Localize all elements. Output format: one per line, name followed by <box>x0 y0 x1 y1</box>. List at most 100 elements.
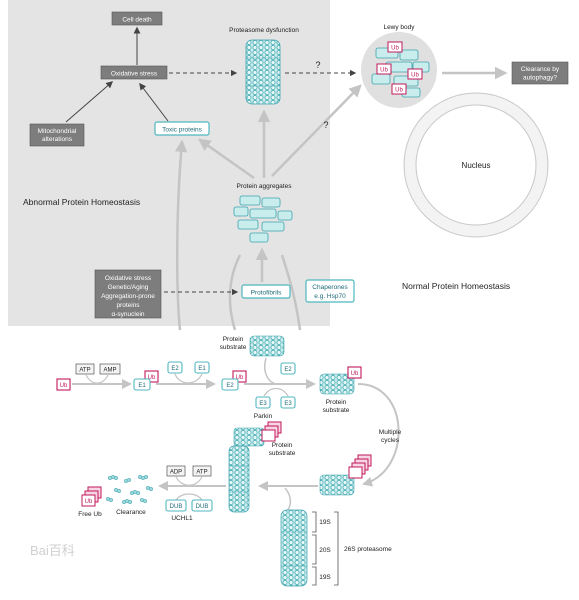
e3-box-1: E3 <box>255 396 271 409</box>
clearance-peptides <box>105 474 154 505</box>
parkin-label: Parkin <box>254 413 273 420</box>
dub-box-1: DUB <box>165 499 187 512</box>
atp-amp-curve <box>85 374 109 384</box>
substrate-join-curve <box>264 357 277 385</box>
mitochondrial-box: Mitochondrial alterations <box>29 123 85 147</box>
lewy-ub-tag-4-label: Ub <box>395 88 403 94</box>
cause-line-5: α-synuclein <box>111 311 144 318</box>
label-19s-top: 19S <box>319 519 331 526</box>
normal-homeostasis-title: Normal Protein Homeostasis <box>402 281 510 291</box>
protein-substrate-top-label-1: Protein <box>223 336 244 343</box>
abnormal-homeostasis-title: Abnormal Protein Homeostasis <box>23 197 140 207</box>
e2-label-1: E2 <box>171 366 179 372</box>
atp-box-1: ATP <box>75 363 95 375</box>
cause-line-3: Aggregation-prone <box>101 293 155 300</box>
e2-box-1: E2 <box>167 361 183 374</box>
toxic-proteins-label: Toxic proteins <box>162 127 202 134</box>
question-mark-2: ? <box>323 120 328 130</box>
protein-aggregates-label: Protein aggregates <box>237 183 293 190</box>
free-ub: Ub <box>81 486 102 507</box>
chaperones-box: Chaperones e.g. Hsp70 <box>305 279 355 303</box>
label-26s-proteasome: 26S proteasome <box>344 546 392 553</box>
lewy-ub-tag-2: Ub <box>376 63 392 75</box>
e1-label-1: E1 <box>138 383 146 389</box>
label-20s: 20S <box>319 547 331 554</box>
atp-label-2: ATP <box>196 470 207 476</box>
protein-substrate-bottom-label-1: Protein <box>272 442 293 449</box>
e1-ub-label: Ub <box>148 375 156 381</box>
e3-label-2: E3 <box>284 401 292 407</box>
e1-ub-complex: Ub E1 <box>133 370 159 391</box>
e2-label-2: E2 <box>226 383 234 389</box>
e2-label-3: E2 <box>284 367 292 373</box>
lewy-ub-tag-1-label: Ub <box>391 46 399 52</box>
e1-e2-curve <box>174 373 203 384</box>
ub-start: Ub <box>56 378 71 391</box>
e2-box-3: E2 <box>280 362 296 375</box>
mitochondrial-label-2: alterations <box>42 136 73 143</box>
free-ub-label: Free Ub <box>78 511 102 518</box>
protein-aggregates <box>233 195 293 243</box>
e1-label-2: E1 <box>198 366 206 372</box>
lewy-body-label: Lewy body <box>383 24 415 31</box>
toxic-proteins-box: Toxic proteins <box>154 121 210 136</box>
clearance-autophagy-box: Clearance by autophagy? <box>511 61 569 85</box>
abnormal-homeostasis-panel <box>8 0 330 326</box>
amp-box: AMP <box>99 363 121 375</box>
dub-curve <box>175 493 203 501</box>
protein-substrate-top <box>249 335 285 357</box>
adp-box: ADP <box>166 465 186 477</box>
substrate-with-ub: Ub <box>319 366 362 395</box>
multiple-cycles-label-2: cycles <box>381 437 400 444</box>
e2-ub-label: Ub <box>236 375 244 381</box>
arrow-mito-to-oxidative <box>65 81 114 123</box>
uchl1-label: UCHL1 <box>171 515 193 522</box>
label-19s-bottom: 19S <box>319 574 331 581</box>
proteasome-dysfunction-label: Proteasome dysfunction <box>229 27 299 34</box>
e3-box-2: E3 <box>280 396 296 409</box>
e3-curve <box>263 387 289 397</box>
mitochondrial-label-1: Mitochondrial <box>38 128 77 135</box>
cell-death-box: Cell death <box>111 11 163 26</box>
curve-to-toxic-proteins <box>174 139 188 331</box>
ub-start-label: Ub <box>60 383 68 389</box>
e3-label-1: E3 <box>259 401 267 407</box>
lewy-ub-tag-1: Ub <box>387 41 403 53</box>
arrow-aggregates-to-toxic <box>197 138 255 180</box>
proteasome-26s <box>280 509 308 587</box>
lewy-ub-tag-2-label: Ub <box>380 68 388 74</box>
e1-box-2: E1 <box>194 361 210 374</box>
oxidative-stress-box: Oxidative stress <box>100 65 168 80</box>
free-ub-tag-label: Ub <box>85 499 93 505</box>
protein-substrate-bottom-label-2: substrate <box>269 450 296 457</box>
e2-ub-complex: Ub E2 <box>221 370 247 391</box>
lewy-ub-tag-3: Ub <box>407 68 423 80</box>
clearance-label: Clearance <box>116 509 146 516</box>
adp-atp-curve <box>175 476 203 486</box>
proteasome-brackets <box>312 511 339 586</box>
chaperones-label-2: e.g. Hsp70 <box>314 293 346 300</box>
nucleus-label: Nucleus <box>462 161 491 170</box>
protein-substrate-right-label-2: substrate <box>323 407 350 414</box>
proteasome-entry-curve <box>284 487 292 513</box>
cause-line-4: proteins <box>116 302 140 309</box>
cause-line-1: Oxidative stress <box>105 275 152 282</box>
atp-label-1: ATP <box>79 368 90 374</box>
protein-substrate-top-label-2: substrate <box>220 344 247 351</box>
arrow-aggregates-to-lewy <box>271 84 362 177</box>
multiple-cycles-label-1: Multiple <box>379 429 402 436</box>
dub-box-2: DUB <box>191 499 213 512</box>
atp-box-2: ATP <box>192 465 212 477</box>
clearance-autophagy-label-2: autophagy? <box>523 75 557 82</box>
chaperones-label-1: Chaperones <box>312 284 348 291</box>
protofibrils-label: Protofibrils <box>251 290 282 297</box>
clearance-autophagy-label-1: Clearance by <box>521 66 560 73</box>
cell-death-label: Cell death <box>122 17 152 24</box>
protein-substrate-right-label-1: Protein <box>326 399 347 406</box>
curve-left-to-protofibrils <box>228 254 242 331</box>
nucleus: Nucleus <box>403 92 549 238</box>
oxidative-stress-label: Oxidative stress <box>111 71 158 78</box>
question-mark-1: ? <box>315 60 320 70</box>
substrate-ub-label: Ub <box>351 371 359 377</box>
